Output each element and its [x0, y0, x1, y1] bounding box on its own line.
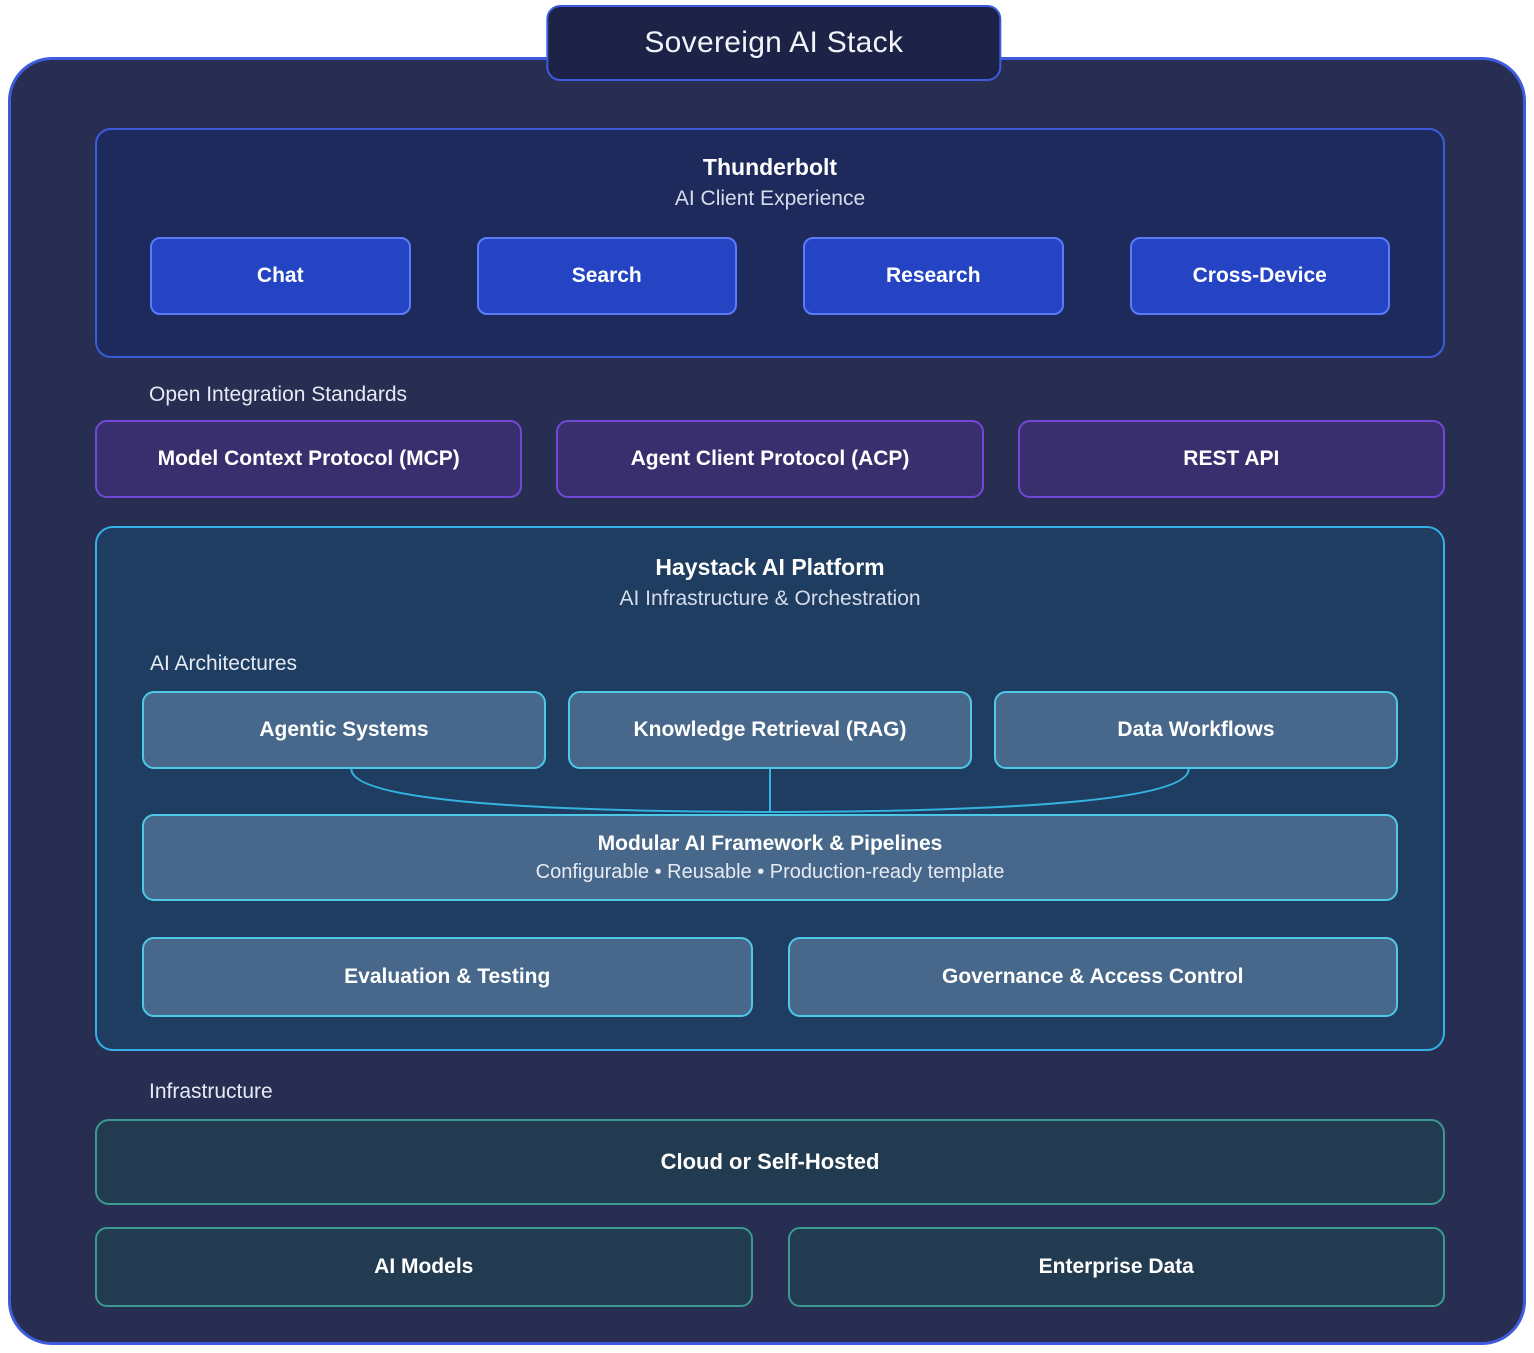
thunderbolt-subtitle: AI Client Experience: [674, 187, 866, 210]
thunderbolt-items-row: Chat Search Research Cross-Device: [97, 237, 1443, 315]
architecture-item-data-workflows: Data Workflows: [994, 691, 1398, 769]
integration-standards-label: Open Integration Standards: [149, 383, 408, 406]
thunderbolt-item-chat: Chat: [150, 237, 411, 315]
framework-subtitle: Configurable • Reusable • Production-rea…: [535, 860, 1005, 883]
integration-item-mcp: Model Context Protocol (MCP): [95, 420, 523, 498]
platform-bottom-row: Evaluation & Testing Governance & Access…: [142, 937, 1398, 1017]
architecture-item-knowledge-retrieval-rag: Knowledge Retrieval (RAG): [568, 691, 972, 769]
architecture-item-agentic-systems: Agentic Systems: [142, 691, 546, 769]
cloud-self-hosted-box: Cloud or Self-Hosted: [95, 1119, 1445, 1205]
enterprise-data-box: Enterprise Data: [787, 1227, 1445, 1307]
ai-architectures-label: AI Architectures: [150, 652, 298, 675]
haystack-subtitle: AI Infrastructure & Orchestration: [619, 587, 921, 610]
thunderbolt-item-search: Search: [476, 237, 737, 315]
haystack-title: Haystack AI Platform: [655, 554, 885, 580]
ai-models-box: AI Models: [95, 1227, 753, 1307]
infrastructure-row: AI Models Enterprise Data: [95, 1227, 1445, 1307]
thunderbolt-section: Thunderbolt AI Client Experience Chat Se…: [95, 128, 1445, 358]
framework-title: Modular AI Framework & Pipelines: [597, 831, 943, 855]
thunderbolt-title: Thunderbolt: [702, 154, 838, 180]
stack-container: Thunderbolt AI Client Experience Chat Se…: [8, 57, 1526, 1345]
evaluation-testing-box: Evaluation & Testing: [142, 937, 753, 1017]
diagram-title: Sovereign AI Stack: [644, 26, 904, 59]
architectures-row: Agentic Systems Knowledge Retrieval (RAG…: [142, 691, 1398, 769]
integration-item-acp: Agent Client Protocol (ACP): [556, 420, 984, 498]
infrastructure-label: Infrastructure: [149, 1080, 273, 1103]
integration-row: Model Context Protocol (MCP) Agent Clien…: [95, 420, 1445, 498]
diagram-title-badge: Sovereign AI Stack: [546, 5, 1002, 81]
haystack-section: Haystack AI Platform AI Infrastructure &…: [95, 526, 1445, 1051]
modular-framework-box: Modular AI Framework & Pipelines Configu…: [142, 814, 1398, 901]
thunderbolt-item-cross-device: Cross-Device: [1129, 237, 1390, 315]
thunderbolt-item-research: Research: [803, 237, 1064, 315]
governance-access-control-box: Governance & Access Control: [787, 937, 1398, 1017]
integration-item-rest-api: REST API: [1017, 420, 1445, 498]
connector-lines: [350, 769, 1190, 813]
